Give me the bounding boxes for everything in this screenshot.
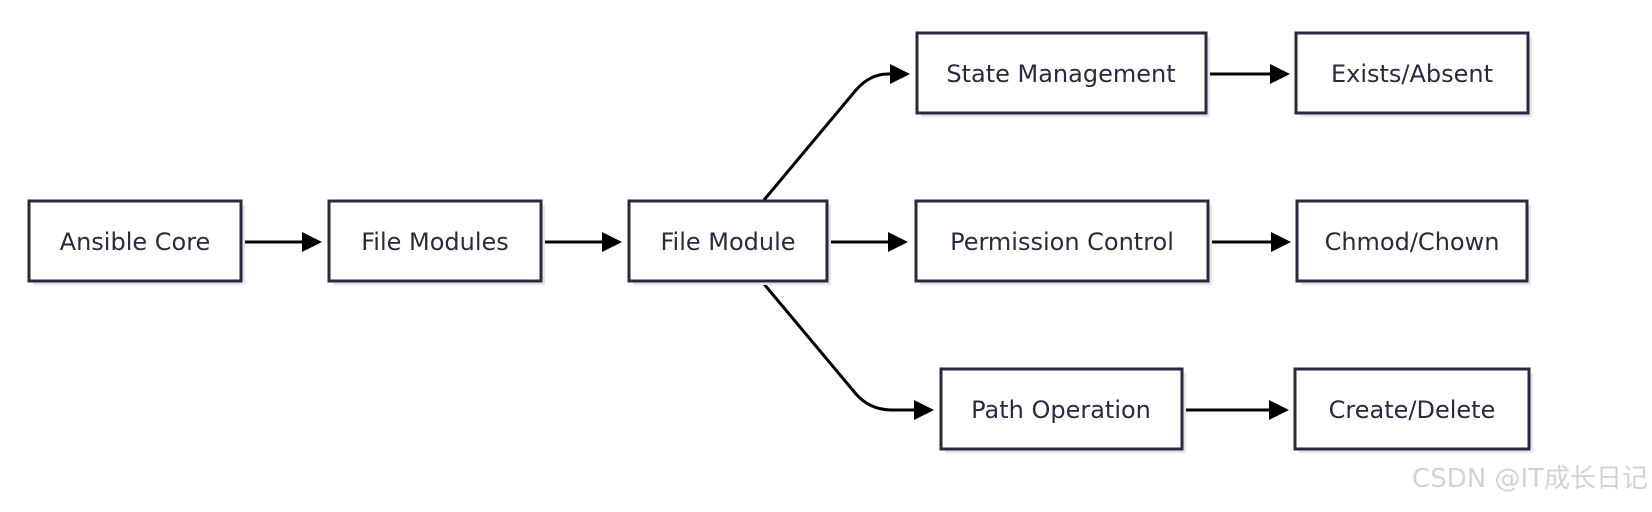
node-label: Chmod/Chown <box>1325 228 1500 256</box>
node-label: File Modules <box>361 228 509 256</box>
edge-file-module-to-path-operation <box>762 283 934 420</box>
node-file-modules: File Modules <box>327 199 545 285</box>
node-permission-control: Permission Control <box>914 199 1212 285</box>
edge-file-module-to-state-management <box>762 64 910 201</box>
node-label: File Module <box>660 228 795 256</box>
node-label: State Management <box>946 60 1175 88</box>
node-label: Ansible Core <box>60 228 211 256</box>
node-state-management: State Management <box>915 31 1210 117</box>
node-label: Permission Control <box>950 228 1174 256</box>
node-label: Path Operation <box>971 396 1151 424</box>
node-exists-absent: Exists/Absent <box>1294 31 1532 117</box>
node-chmod-chown: Chmod/Chown <box>1295 199 1531 285</box>
node-label: Exists/Absent <box>1331 60 1493 88</box>
node-file-module: File Module <box>627 199 831 285</box>
node-create-delete: Create/Delete <box>1293 367 1533 453</box>
node-label: Create/Delete <box>1329 396 1496 424</box>
csdn-watermark: CSDN @IT成长日记 <box>1412 464 1648 494</box>
node-ansible-core: Ansible Core <box>27 199 245 285</box>
node-path-operation: Path Operation <box>939 367 1186 453</box>
